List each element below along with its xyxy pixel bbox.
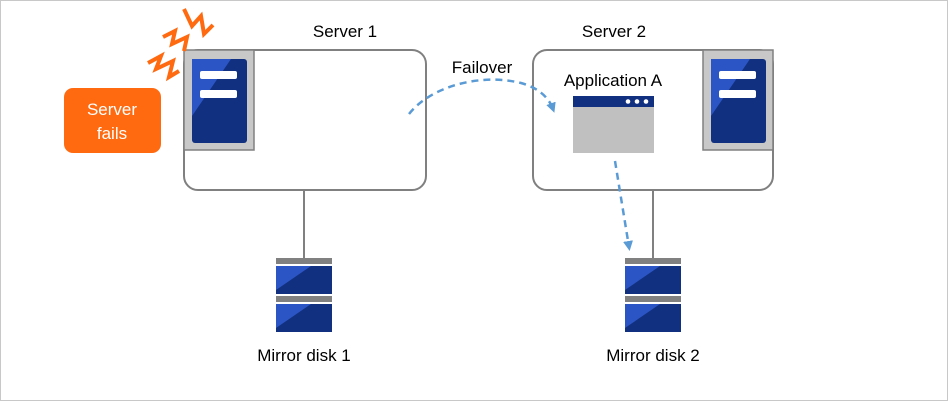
application-label: Application A bbox=[564, 71, 663, 90]
app-to-disk-arrow bbox=[613, 160, 633, 251]
failover-label: Failover bbox=[452, 58, 513, 77]
server-fails-line2: fails bbox=[97, 124, 127, 143]
mirror-disk2-icon bbox=[625, 258, 681, 332]
server2-icon bbox=[702, 49, 774, 151]
mirror-disk1-label: Mirror disk 1 bbox=[257, 346, 351, 365]
failure-burst-icon bbox=[147, 8, 215, 82]
server-fails-badge bbox=[64, 88, 161, 153]
application-window-icon bbox=[573, 96, 654, 153]
server-fails-line1: Server bbox=[87, 100, 137, 119]
server2-label: Server 2 bbox=[582, 22, 646, 41]
server1-icon bbox=[183, 49, 255, 151]
mirror-disk2-label: Mirror disk 2 bbox=[606, 346, 700, 365]
failover-arrow bbox=[408, 78, 556, 115]
mirror-disk1-icon bbox=[276, 258, 332, 332]
server1-label: Server 1 bbox=[313, 22, 377, 41]
